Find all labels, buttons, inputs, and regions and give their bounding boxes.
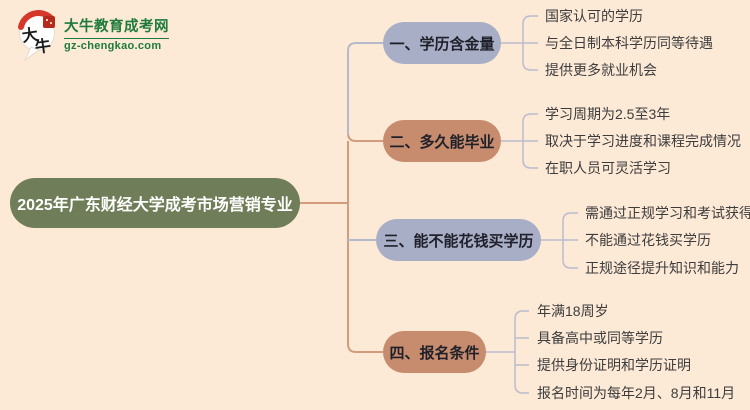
branch-node-2[interactable]: 二、多久能毕业 <box>383 120 501 162</box>
leaf-item: 学习周期为2.5至3年 <box>545 106 671 122</box>
leaf-item: 需通过正规学习和考试获得 <box>585 205 750 221</box>
branch-node-4[interactable]: 四、报名条件 <box>383 331 486 373</box>
red-seal <box>43 16 55 28</box>
root-topic-node[interactable]: 2025年广东财经大学成考市场营销专业 <box>10 178 300 228</box>
leaf-item: 年满18周岁 <box>537 303 609 319</box>
bubble-char-bottom: 牛 <box>34 36 53 57</box>
logo-text-block: 大牛教育成考网 gz-chengkao.com <box>64 18 169 52</box>
logo-site-url: gz-chengkao.com <box>64 39 162 52</box>
leaf-item: 提供身份证明和学历证明 <box>537 357 691 373</box>
leaf-item: 提供更多就业机会 <box>545 62 657 78</box>
site-logo[interactable]: 大 牛 大牛教育成考网 gz-chengkao.com <box>14 8 169 62</box>
leaf-item: 与全日制本科学历同等待遇 <box>545 35 713 51</box>
logo-divider <box>64 37 169 39</box>
leaf-lines <box>486 15 578 394</box>
leaf-item: 正规途径提升知识和能力 <box>585 260 739 276</box>
leaf-item: 不能通过花钱买学历 <box>585 232 711 248</box>
leaf-item: 在职人员可灵活学习 <box>545 160 671 176</box>
logo-site-name: 大牛教育成考网 <box>64 19 169 36</box>
trunk-lines-lavender <box>347 42 383 241</box>
leaf-item: 取决于学习进度和课程完成情况 <box>545 133 741 149</box>
leaf-item: 国家认可的学历 <box>545 8 643 24</box>
branch-node-3[interactable]: 三、能不能花钱买学历 <box>376 219 541 261</box>
red-arc <box>18 10 54 30</box>
trunk-lines-salmon <box>300 132 383 353</box>
leaf-item: 具备高中或同等学历 <box>537 330 663 346</box>
branch-node-1[interactable]: 一、学历含金量 <box>383 22 501 64</box>
leaf-item: 报名时间为每年2月、8月和11月 <box>537 385 736 401</box>
bubble-char-top: 大 <box>21 25 40 46</box>
bull-speech-bubble-icon: 大 牛 <box>18 10 55 62</box>
